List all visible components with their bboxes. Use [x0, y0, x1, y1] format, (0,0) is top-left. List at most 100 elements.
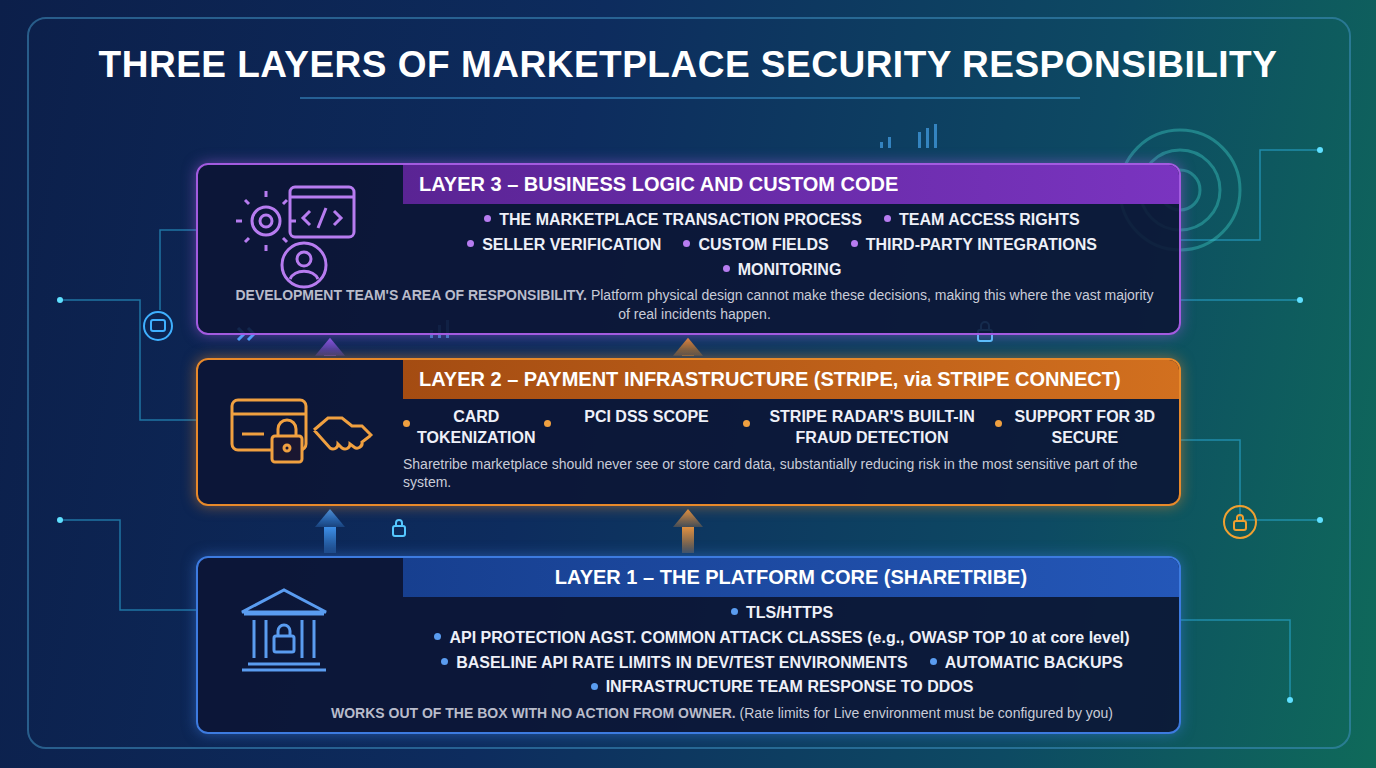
- arrow-part: [682, 527, 694, 553]
- description-text: WORKS OUT OF THE BOX WITH NO ACTION FROM…: [331, 705, 736, 721]
- bullet-item: CUSTOM FIELDS: [683, 235, 828, 256]
- layer-description: Sharetribe marketplace should never see …: [403, 455, 1161, 491]
- bullet-item: BASELINE API RATE LIMITS IN DEV/TEST ENV…: [441, 653, 908, 674]
- description-text: Platform physical design cannot make the…: [591, 287, 1154, 321]
- layer-content: LAYER 3 – BUSINESS LOGIC AND CUSTOM CODE…: [403, 165, 1179, 331]
- decoration-part: [254, 620, 314, 658]
- bullet-item: MONITORING: [723, 260, 842, 281]
- decoration-part: [290, 271, 318, 279]
- layer-description: WORKS OUT OF THE BOX WITH NO ACTION FROM…: [283, 704, 1161, 722]
- layer-body: TLS/HTTPS API PROTECTION AGST. COMMON ATT…: [403, 597, 1179, 730]
- decoration-part: [396, 520, 402, 526]
- decoration-part: [274, 636, 294, 652]
- bullet-item: STRIPE RADAR'S BUILT-IN FRAUD DETECTION: [743, 407, 986, 449]
- bullet-list: TLS/HTTPS API PROTECTION AGST. COMMON ATT…: [403, 603, 1161, 698]
- decoration-part: [926, 128, 929, 148]
- decoration-part: [1181, 440, 1320, 520]
- bullet-item: PCI DSS SCOPE: [544, 407, 736, 449]
- layer-heading: LAYER 3 – BUSINESS LOGIC AND CUSTOM CODE: [403, 165, 1179, 204]
- decoration-part: [272, 436, 302, 462]
- arrow-part: [315, 509, 345, 527]
- layer-content: LAYER 2 – PAYMENT INFRASTRUCTURE (STRIPE…: [403, 360, 1179, 499]
- decoration-part: [282, 243, 326, 287]
- layer-icon-drawing: [228, 390, 378, 480]
- layer-box: LAYER 1 – THE PLATFORM CORE (SHARETRIBE)…: [196, 556, 1181, 734]
- upward-arrow: [673, 338, 703, 356]
- decoration-part: [151, 320, 165, 331]
- decoration-part: [1317, 147, 1323, 153]
- bullet-item: AUTOMATIC BACKUPS: [930, 653, 1123, 674]
- arrow-part: [315, 338, 345, 356]
- layer-icon: [234, 584, 334, 678]
- decoration-part: [278, 420, 296, 436]
- decoration-part: [290, 187, 354, 237]
- bullet-item: TEAM ACCESS RIGHTS: [884, 210, 1080, 231]
- bullet-item: CARD TOKENIZATION: [403, 407, 536, 449]
- upward-arrow: [673, 509, 703, 553]
- layer-icon: [228, 390, 378, 484]
- decoration-part: [314, 418, 372, 449]
- outer-frame: [28, 18, 1350, 748]
- layer-body: THE MARKETPLACE TRANSACTION PROCESS TEAM …: [403, 204, 1179, 331]
- bullet-item: THE MARKETPLACE TRANSACTION PROCESS: [484, 210, 862, 231]
- decoration-part: [934, 124, 937, 148]
- decoration-part: [1317, 517, 1323, 523]
- decoration-part: [290, 196, 354, 199]
- bullet-item: INFRASTRUCTURE TEAM RESPONSE TO DDOS: [591, 677, 974, 698]
- layer-heading: LAYER 1 – THE PLATFORM CORE (SHARETRIBE): [403, 558, 1179, 597]
- decoration-part: [1237, 515, 1243, 521]
- decoration-part: [918, 132, 921, 148]
- decoration-part: [60, 300, 196, 420]
- decoration-part: [1224, 506, 1256, 538]
- layer-icon-drawing: [228, 181, 368, 291]
- description-text: (Rate limits for Live environment must b…: [740, 705, 1114, 721]
- decoration-part: [303, 208, 341, 228]
- image-badge: [144, 312, 172, 340]
- lock-badge: [1224, 506, 1256, 538]
- decoration-part: [57, 297, 63, 303]
- bullet-item: API PROTECTION AGST. COMMON ATTACK CLASS…: [434, 628, 1129, 649]
- description-text: DEVELOPMENT TEAM'S AREA OF RESPONSIBILIT…: [235, 287, 587, 303]
- upward-arrow: [315, 509, 345, 553]
- decoration-part: [236, 191, 296, 251]
- decoration-part: [160, 230, 196, 310]
- layer-heading: LAYER 2 – PAYMENT INFRASTRUCTURE (STRIPE…: [403, 360, 1179, 399]
- decoration-part: [393, 526, 405, 536]
- arrow-part: [673, 338, 703, 356]
- bullet-item: SELLER VERIFICATION: [467, 235, 661, 256]
- layer-content: LAYER 1 – THE PLATFORM CORE (SHARETRIBE)…: [403, 558, 1179, 730]
- decoration-part: [880, 142, 883, 148]
- layer-box: LAYER 3 – BUSINESS LOGIC AND CUSTOM CODE…: [196, 163, 1181, 335]
- decoration-part: [60, 520, 196, 610]
- decoration-part: [278, 625, 290, 636]
- decoration-part: [1234, 521, 1246, 530]
- layer-body: CARD TOKENIZATIONPCI DSS SCOPESTRIPE RAD…: [403, 399, 1179, 499]
- bullet-list: THE MARKETPLACE TRANSACTION PROCESS TEAM …: [403, 210, 1161, 280]
- decoration-part: [242, 590, 326, 612]
- decoration-part: [1181, 150, 1320, 240]
- decoration-part: [297, 252, 311, 266]
- decoration-part: [888, 137, 891, 148]
- bullet-item: SUPPORT FOR 3D SECURE: [995, 407, 1161, 449]
- layer-box: LAYER 2 – PAYMENT INFRASTRUCTURE (STRIPE…: [196, 358, 1181, 506]
- decoration-part: [260, 215, 272, 227]
- bullet-list: CARD TOKENIZATIONPCI DSS SCOPESTRIPE RAD…: [403, 407, 1161, 449]
- bullet-item: TLS/HTTPS: [731, 603, 833, 624]
- upward-arrow: [315, 338, 345, 356]
- arrow-part: [673, 509, 703, 527]
- decoration-part: [57, 517, 63, 523]
- arrow-part: [324, 527, 336, 553]
- decoration-part: [1181, 620, 1290, 700]
- decoration-part: [144, 312, 172, 340]
- layer-icon: [228, 181, 368, 295]
- diagram-title: THREE LAYERS OF MARKETPLACE SECURITY RES…: [0, 44, 1376, 86]
- title-rule: [300, 97, 1080, 99]
- decoration-part: [284, 445, 290, 451]
- description-text: Sharetribe marketplace should never see …: [403, 456, 1138, 490]
- layer-icon-drawing: [234, 584, 334, 674]
- decoration-part: [1181, 299, 1300, 301]
- decoration-part: [1287, 697, 1293, 703]
- layer-description: DEVELOPMENT TEAM'S AREA OF RESPONSIBILIT…: [228, 286, 1161, 322]
- bullet-item: THIRD-PARTY INTEGRATIONS: [851, 235, 1097, 256]
- decoration-part: [1297, 297, 1303, 303]
